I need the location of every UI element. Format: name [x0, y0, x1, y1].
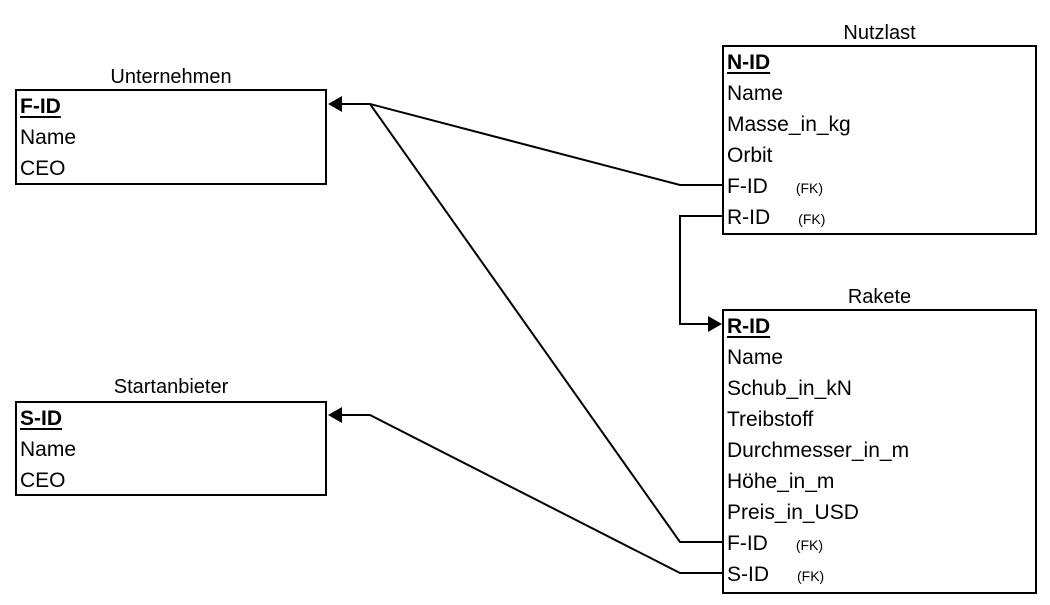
attribute-row: CEO — [17, 153, 325, 184]
attribute-label: S-ID — [727, 563, 769, 586]
attribute-row: N-ID — [724, 47, 1035, 78]
attribute-label: Preis_in_USD — [727, 501, 859, 524]
entity-title-nutzlast: Nutzlast — [843, 22, 916, 44]
attribute-label: Treibstoff — [727, 408, 814, 431]
attribute-row: F-ID (FK) — [724, 528, 1035, 559]
attribute-row: Name — [724, 78, 1035, 109]
attribute-label: Name — [727, 346, 784, 369]
attribute-label: CEO — [20, 469, 66, 492]
arrowhead-startanbieter — [328, 407, 342, 423]
attribute-row: Treibstoff — [724, 404, 1035, 435]
attribute-row: F-ID — [17, 91, 325, 122]
attribute-row: CEO — [17, 465, 325, 496]
attribute-label: N-ID — [727, 51, 771, 74]
foreign-key-marker: (FK) — [798, 211, 826, 227]
attribute-label: Schub_in_kN — [727, 377, 852, 400]
attribute-label: S-ID — [20, 407, 62, 430]
foreign-key-marker: (FK) — [795, 180, 824, 196]
entity-title-rakete: Rakete — [847, 286, 912, 308]
attribute-label: Durchmesser_in_m — [727, 439, 910, 462]
link-nutzlast-rid-to-rakete — [679, 215, 722, 325]
attribute-row: R-ID — [724, 311, 1035, 342]
attribute-row: Name — [17, 434, 325, 465]
attribute-label: Name — [20, 438, 77, 461]
attribute-label: Masse_in_kg — [727, 113, 851, 136]
link-rakete-fid-to-unternehmen — [369, 103, 722, 543]
attribute-row: Schub_in_kN — [724, 373, 1035, 404]
attribute-label: F-ID — [727, 175, 768, 198]
attribute-row: Name — [724, 342, 1035, 373]
arrowhead-unternehmen — [328, 96, 342, 112]
link-rakete-sid-to-startanbieter — [330, 414, 722, 574]
attribute-row: Durchmesser_in_m — [724, 435, 1035, 466]
attribute-row: R-ID (FK) — [724, 202, 1035, 233]
attribute-row: Name — [17, 122, 325, 153]
attribute-row: S-ID (FK) — [724, 559, 1035, 590]
attribute-label: Name — [727, 82, 784, 105]
attribute-label: F-ID — [20, 95, 61, 118]
entity-title-startanbieter: Startanbieter — [113, 376, 229, 398]
attribute-row: Höhe_in_m — [724, 466, 1035, 497]
attribute-label: Orbit — [727, 144, 773, 167]
attribute-label: R-ID — [727, 315, 771, 338]
attribute-row: Masse_in_kg — [724, 109, 1035, 140]
link-nutzlast-fid-to-unternehmen — [330, 103, 722, 186]
attribute-label: R-ID — [727, 206, 771, 229]
attribute-row: F-ID (FK) — [724, 171, 1035, 202]
foreign-key-marker: (FK) — [795, 537, 824, 553]
attribute-label: F-ID — [727, 532, 768, 555]
attribute-label: CEO — [20, 157, 66, 180]
attribute-row: S-ID — [17, 403, 325, 434]
attribute-row: Preis_in_USD — [724, 497, 1035, 528]
foreign-key-marker: (FK) — [797, 568, 825, 584]
attribute-label: Name — [20, 126, 77, 149]
attribute-row: Orbit — [724, 140, 1035, 171]
arrowhead-rakete — [708, 316, 722, 332]
entity-title-unternehmen: Unternehmen — [110, 66, 232, 88]
attribute-label: Höhe_in_m — [727, 470, 835, 493]
